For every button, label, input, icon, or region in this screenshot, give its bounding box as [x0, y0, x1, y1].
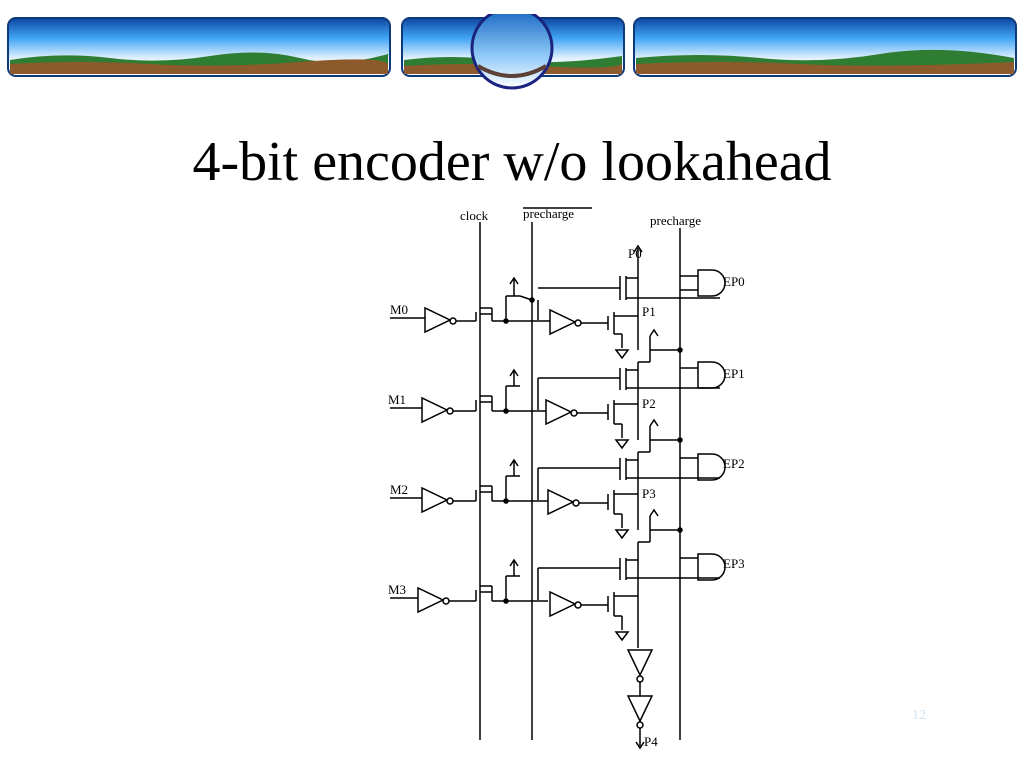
output-inverter-chain: P4 [626, 649, 658, 750]
header-banner [7, 14, 1017, 90]
globe-icon [470, 14, 554, 90]
rail-label-precharge-2: precharge [650, 213, 701, 228]
banner-panel-center [401, 14, 625, 90]
node-label-p2: P2 [642, 396, 656, 411]
input-label-m1: M1 [388, 392, 406, 407]
stage-2: M2 P3 EP2 [390, 452, 745, 543]
output-label-ep3: EP3 [723, 556, 745, 571]
and-gate-ep0 [697, 269, 726, 297]
banner-panel-right [633, 17, 1017, 77]
banner-panel-left [7, 17, 391, 77]
rail-label-clock: clock [460, 208, 489, 223]
and-gate-ep2 [697, 453, 726, 481]
node-label-p3: P3 [642, 486, 656, 501]
input-label-m0: M0 [390, 302, 408, 317]
input-label-m3: M3 [388, 582, 406, 597]
encoder-circuit-diagram: clock precharge precharge P0 M0 [388, 206, 745, 750]
label-p4: P4 [644, 734, 658, 749]
stage-1: M1 P2 EP1 [388, 361, 745, 453]
output-label-ep2: EP2 [723, 456, 745, 471]
rail-label-precharge-1: precharge [523, 206, 574, 221]
input-label-m2: M2 [390, 482, 408, 497]
slide-number: 12 [912, 708, 926, 723]
node-label-p1: P1 [642, 304, 656, 319]
and-gate-ep3 [697, 553, 726, 581]
output-label-ep0: EP0 [723, 274, 745, 289]
stage-0: M0 P1 EP0 [390, 269, 745, 363]
and-gate-ep1 [697, 361, 726, 389]
output-label-ep1: EP1 [723, 366, 745, 381]
stage-3: M3 EP3 [388, 542, 745, 648]
slide-title: 4-bit encoder w/o lookahead [192, 131, 832, 193]
